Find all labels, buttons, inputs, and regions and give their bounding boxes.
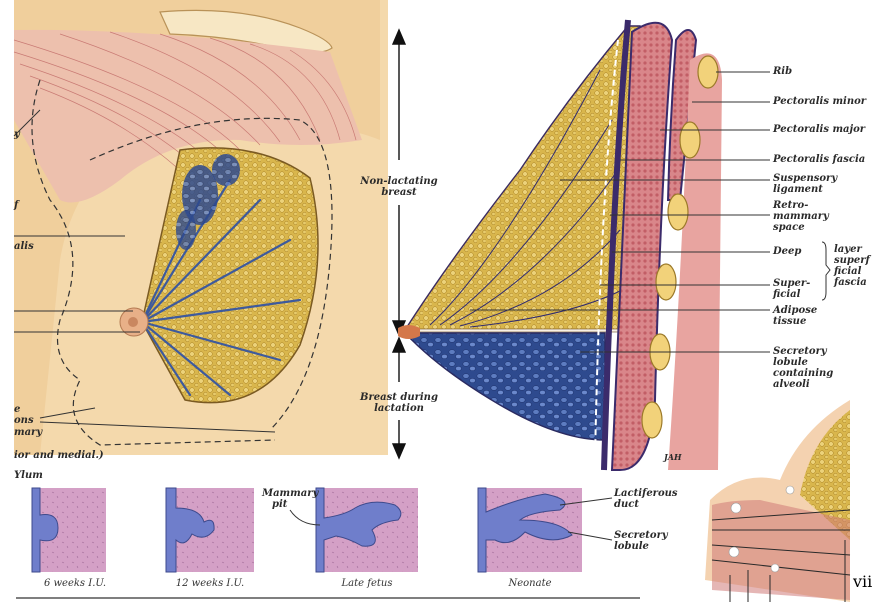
nipple-detail-inset — [705, 400, 850, 602]
lactating-breast — [405, 333, 605, 440]
layers-label-line4: fascia — [834, 277, 867, 288]
nipple — [128, 317, 138, 327]
stage-caption-3: Late fetus — [312, 578, 422, 589]
secretory-lobule-label-line2: lobule — [614, 541, 649, 552]
stage-panel-1 — [32, 488, 106, 572]
layers-label-line3: ficial — [834, 266, 861, 277]
secretory-lobule-label-line1: Secretory — [614, 530, 668, 541]
sagittal-section — [398, 20, 830, 470]
secretory-label-line4: alveoli — [773, 379, 810, 390]
retromammary-label-line1: Retro- — [773, 200, 808, 211]
left-label-fragment-3: alis — [14, 241, 34, 252]
pectoralis-fascia-label: Pectoralis fascia — [773, 154, 865, 165]
stage-panel-4 — [478, 488, 582, 572]
page-number: vii — [853, 572, 872, 591]
superficial-label-line1: Super- — [773, 278, 810, 289]
deep-layer-label: Deep — [773, 246, 801, 257]
stage-caption-1: 6 weeks I.U. — [20, 578, 130, 589]
lactiferous-duct-label-line2: duct — [614, 499, 639, 510]
mammary-pit-label-line2: pit — [272, 499, 287, 510]
superficial-label-line2: ficial — [773, 289, 800, 300]
adipose-label-line2: tissue — [773, 316, 806, 327]
stage-caption-4: Neonate — [475, 578, 585, 589]
nonlactating-label-line1: Non-lactating — [356, 176, 442, 187]
lactation-label-line1: Breast during — [356, 392, 442, 403]
left-label-fragment-1: y — [14, 129, 20, 140]
pectoralis-minor-label: Pectoralis minor — [773, 96, 866, 107]
stage-caption-2: 12 weeks I.U. — [155, 578, 265, 589]
rib-label: Rib — [773, 66, 792, 77]
suspensory-label-line1: Suspensory — [773, 173, 837, 184]
left-label-fragment-6: mary — [14, 427, 42, 438]
suspensory-label-line2: ligament — [773, 184, 823, 195]
pectoralis-major-label: Pectoralis major — [773, 124, 865, 135]
left-label-fragment-7: ior and medial.) — [14, 450, 104, 461]
left-breast-view — [14, 0, 388, 455]
nonlactating-label-line2: breast — [356, 187, 442, 198]
left-label-fragment-4: e — [14, 404, 20, 415]
secretory-label-line2: lobule — [773, 357, 808, 368]
left-label-fragment-5: ons — [14, 415, 34, 426]
mammary-pit-label-line1: Mammary — [262, 488, 318, 499]
layers-label-line1: layer — [834, 244, 862, 255]
retromammary-label-line2: mammary — [773, 211, 829, 222]
stage-panel-3 — [316, 488, 418, 572]
areola-section — [398, 325, 420, 339]
stage-panel-2 — [166, 488, 254, 572]
layers-brace — [822, 242, 830, 300]
secretory-label-line3: containing — [773, 368, 833, 379]
lactation-label-line2: lactation — [356, 403, 442, 414]
adipose-label-line1: Adipose — [773, 305, 817, 316]
artist-signature: JAH — [664, 452, 682, 463]
layers-label-line2: superf — [834, 255, 870, 266]
lactiferous-duct-label-line1: Lactiferous — [614, 488, 678, 499]
left-label-fragment-2: f — [14, 200, 18, 211]
secretory-label-line1: Secretory — [773, 346, 827, 357]
development-fragment-label: Ylum — [14, 470, 43, 481]
nipple-line — [400, 329, 622, 332]
retromammary-label-line3: space — [773, 222, 805, 233]
